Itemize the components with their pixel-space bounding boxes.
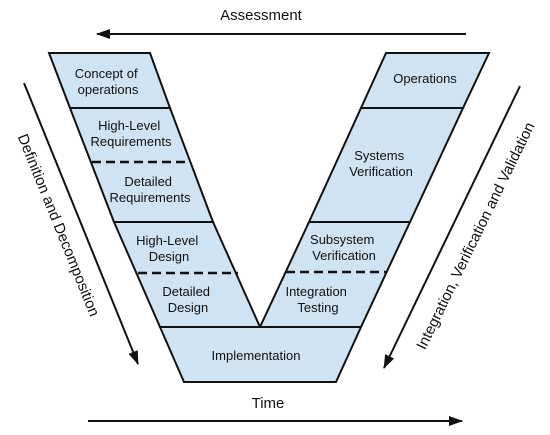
implementation-label: Implementation xyxy=(212,348,301,363)
right-arm: Operations Systems Verification Subsyste… xyxy=(258,52,491,328)
time-label: Time xyxy=(252,395,285,412)
integration-verification-arrow xyxy=(383,85,521,369)
assessment-label: Assessment xyxy=(220,7,303,24)
concept-of-operations-label: Concept of operations xyxy=(75,66,142,97)
left-arm: Concept of operations High-Level Require… xyxy=(47,52,262,328)
subsystem-verification-label: Subsystem Verification xyxy=(310,232,378,263)
operations-label: Operations xyxy=(393,71,457,86)
detailed-requirements-label: Detailed Requirements xyxy=(110,174,191,205)
definition-decomposition-arrow xyxy=(23,82,139,365)
high-level-requirements-label: High-Level Requirements xyxy=(91,118,172,149)
high-level-design-label: High-Level Design xyxy=(136,233,202,264)
integration-testing-label: Integration Testing xyxy=(285,284,350,315)
block-implementation xyxy=(158,326,363,383)
detailed-design-label: Detailed Design xyxy=(162,284,213,315)
systems-verification-label: Systems Verification xyxy=(349,148,413,179)
